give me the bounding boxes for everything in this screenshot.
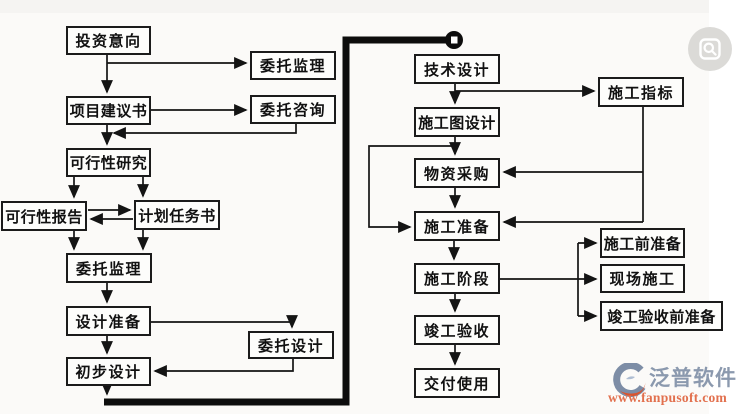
flow-node-entrust-supervision-top: 委托监理 <box>250 51 336 80</box>
flow-node-pre-construction-preparation: 施工前准备 <box>600 228 685 258</box>
watermark-url: www.fanpusoft.com <box>608 390 728 405</box>
fanpu-swirl-logo-icon <box>613 363 646 397</box>
watermark-brand: 泛普软件 <box>649 367 737 390</box>
thick-connector-line <box>104 36 446 406</box>
watermark: 泛普软件 www.fanpusoft.com <box>606 360 738 410</box>
flow-node-entrust-consulting: 委托咨询 <box>250 95 336 124</box>
flow-node-construction-index: 施工指标 <box>598 77 684 107</box>
flow-node-site-construction: 现场施工 <box>600 264 685 293</box>
flow-node-feasibility-report: 可行性报告 <box>1 201 87 231</box>
flow-node-design-preparation: 设计准备 <box>66 306 151 336</box>
zoom-preview-button[interactable] <box>688 27 732 71</box>
flow-node-preliminary-design: 初步设计 <box>66 357 151 386</box>
flow-node-construction-stage: 施工阶段 <box>414 263 500 294</box>
top-band <box>0 0 742 13</box>
pen-cursor-dot <box>445 31 463 49</box>
flow-node-plan-task-book: 计划任务书 <box>134 200 220 230</box>
flow-node-completion-acceptance: 竣工验收 <box>414 315 500 345</box>
thin-connector-lines <box>68 55 644 396</box>
flow-node-delivery-for-use: 交付使用 <box>414 368 500 398</box>
flow-node-material-procurement: 物资采购 <box>414 158 500 188</box>
magnifier-preview-icon <box>699 38 721 60</box>
flow-node-pre-acceptance-preparation: 竣工验收前准备 <box>600 301 723 331</box>
flow-node-investment-intent: 投资意向 <box>66 26 151 55</box>
flow-node-construction-preparation: 施工准备 <box>414 211 500 241</box>
flow-node-construction-drawing-design: 施工图设计 <box>414 107 500 137</box>
flow-node-project-proposal: 项目建议书 <box>66 96 151 125</box>
flow-node-entrust-supervision-mid: 委托监理 <box>66 253 152 283</box>
flow-node-feasibility-study: 可行性研究 <box>66 148 151 177</box>
flow-node-entrust-design: 委托设计 <box>248 331 334 359</box>
flow-node-technical-design: 技术设计 <box>414 54 500 84</box>
